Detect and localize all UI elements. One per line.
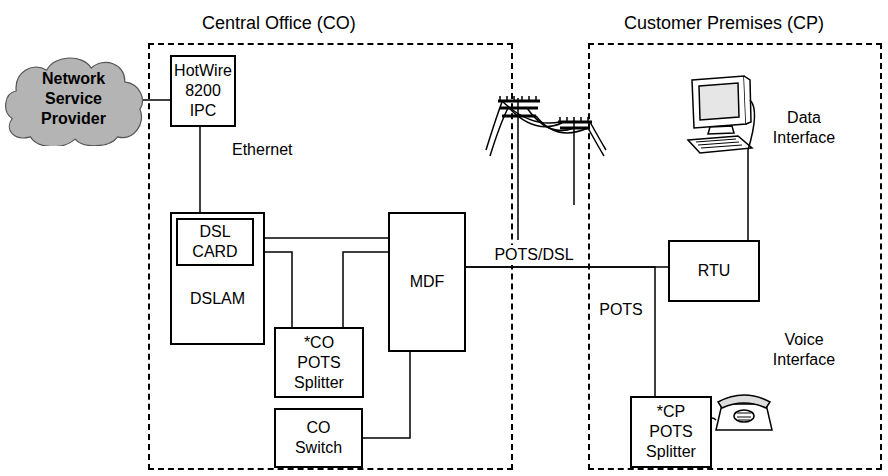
computer-icon — [688, 76, 755, 240]
box-text: DSLAM — [190, 289, 245, 309]
connector-line — [363, 352, 410, 438]
link-label: POTS/DSL — [490, 245, 578, 265]
box-text: HotWire 8200 IPC — [174, 61, 232, 121]
region-heading: Customer Premises (CP) — [624, 12, 824, 34]
splitter-box: *CO POTS Splitter — [274, 327, 364, 398]
terminal-box: RTU — [668, 240, 760, 302]
network-cloud: Network Service Provider — [2, 52, 145, 146]
splitter-box: *CP POTS Splitter — [630, 396, 712, 468]
box-text: *CO POTS Splitter — [284, 333, 354, 393]
equipment-box: MDF — [388, 212, 466, 352]
equipment-box: HotWire 8200 IPC — [170, 55, 236, 127]
equipment-box: DSLAM DSL CARD — [170, 212, 265, 345]
phone-icon — [712, 395, 772, 430]
link-label: Ethernet — [232, 140, 312, 160]
region-boundary: Customer Premises (CP)RTU*CP POTS Splitt… — [588, 43, 882, 470]
connector-line — [140, 99, 170, 101]
card-box: DSL CARD — [176, 218, 254, 266]
connector-line — [466, 267, 655, 396]
interface-label: Voice Interface — [768, 330, 840, 370]
box-text: DSL CARD — [185, 222, 245, 262]
box-text: CO Switch — [289, 418, 349, 458]
link-label: POTS — [596, 300, 646, 320]
connector-line — [199, 127, 201, 212]
box-text: RTU — [698, 261, 731, 281]
box-text: Network Service Provider — [26, 69, 122, 129]
interface-label: Data Interface — [768, 108, 840, 148]
box-text: MDF — [410, 272, 445, 292]
region-boundary: Central Office (CO)HotWire 8200 IPCDSLAM… — [148, 43, 513, 470]
connector-line — [265, 252, 292, 327]
region-heading: Central Office (CO) — [202, 12, 356, 34]
connector-line — [343, 252, 388, 327]
connector-line — [254, 237, 388, 239]
switch-box: CO Switch — [274, 408, 363, 468]
box-text: *CP POTS Splitter — [638, 402, 704, 462]
